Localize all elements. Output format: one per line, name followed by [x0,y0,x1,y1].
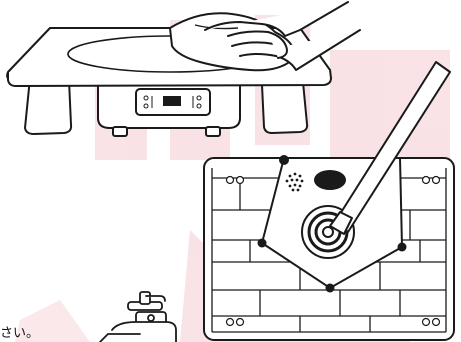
screw-icon [433,177,440,184]
mount-point [326,284,335,293]
screw-icon [227,177,234,184]
instruction-caption: さい。 [0,322,39,341]
vent-opening [314,170,346,190]
screw-icon [423,177,430,184]
cooktop-foot-left [113,127,127,136]
screw-icon [237,177,244,184]
screw-icon [423,319,430,326]
screw-icon [433,319,440,326]
mount-point [258,239,267,248]
cooktop-right-leg [262,82,307,133]
mount-point [398,243,407,252]
faucet-icon [100,292,176,342]
screw-icon [237,319,244,326]
screw-icon [227,319,234,326]
mount-point [279,155,289,165]
display-window [163,96,181,106]
cooktop-foot-right [206,127,220,136]
